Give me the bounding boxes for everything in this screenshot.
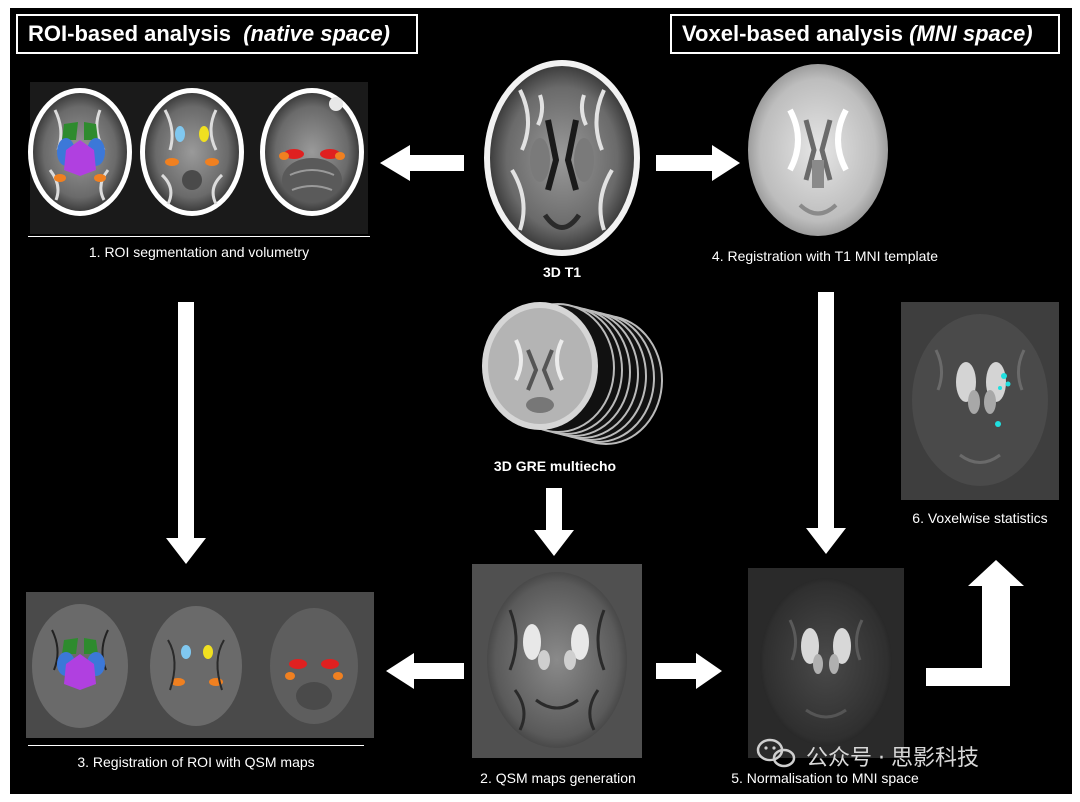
caption-step5: 5. Normalisation to MNI space	[731, 770, 919, 786]
roi-qsm-registration-images	[26, 592, 374, 738]
voxel-analysis-header: Voxel-based analysis (MNI space)	[670, 14, 1060, 54]
roi-header-italic: (native space)	[243, 21, 390, 46]
arrow-elbow-up	[926, 560, 1024, 686]
caption-rule-top	[28, 236, 370, 237]
arrow-down-right	[806, 292, 846, 554]
watermark-dot: ·	[878, 746, 886, 771]
roi-analysis-header: ROI-based analysis (native space)	[16, 14, 418, 54]
qsm-map-image	[472, 564, 642, 758]
caption-step2: 2. QSM maps generation	[480, 770, 636, 786]
gre-multiecho-stack	[482, 302, 663, 445]
caption-rule-bottom	[28, 745, 364, 746]
watermark: 公众号·思影科技	[806, 740, 979, 772]
voxel-header-italic: (MNI space)	[909, 21, 1033, 46]
watermark-left: 公众号	[806, 746, 873, 771]
arrow-left-top	[380, 145, 464, 181]
roi-segmentation-images	[28, 82, 368, 234]
roi-header-main: ROI-based analysis	[28, 21, 231, 46]
voxelwise-statistics-image	[901, 302, 1059, 500]
mni-normalised-image	[748, 568, 904, 758]
caption-step6: 6. Voxelwise statistics	[912, 510, 1048, 526]
caption-step4: 4. Registration with T1 MNI template	[711, 248, 939, 264]
mni-template-image	[748, 64, 888, 236]
arrow-right-bottom	[656, 653, 722, 689]
watermark-right: 思影科技	[891, 746, 980, 771]
wechat-icon	[756, 738, 796, 768]
arrow-down-center	[534, 488, 574, 556]
arrow-down-left	[166, 302, 206, 564]
voxel-header-main: Voxel-based analysis	[682, 21, 903, 46]
arrow-left-bottom	[386, 653, 464, 689]
caption-t1: 3D T1	[542, 264, 582, 280]
caption-gre: 3D GRE multiecho	[493, 458, 617, 474]
t1-image	[484, 60, 640, 256]
caption-step1: 1. ROI segmentation and volumetry	[88, 244, 310, 260]
arrow-right-top	[656, 145, 740, 181]
caption-step3: 3. Registration of ROI with QSM maps	[77, 754, 315, 770]
arrows	[166, 145, 1024, 689]
